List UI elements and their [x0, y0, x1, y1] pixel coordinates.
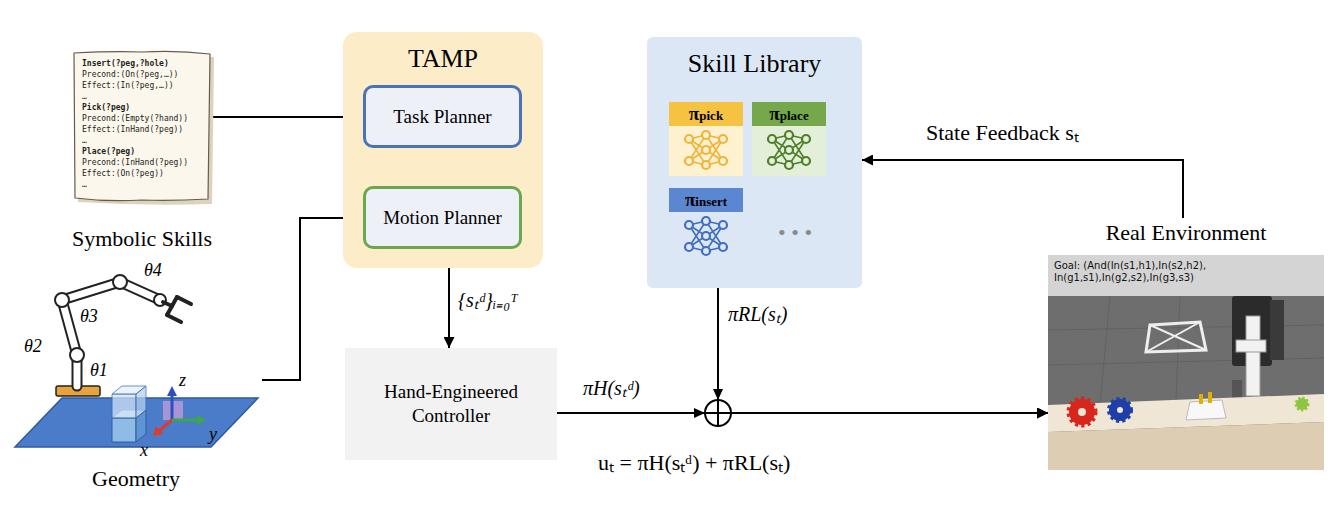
figure-heading: Geometry	[10, 466, 262, 492]
panel-heading: TAMP	[343, 32, 543, 74]
skill-name: πplace	[752, 102, 826, 126]
sheet-line: …	[82, 91, 202, 102]
skill-pick: πpick	[669, 102, 743, 176]
sheet-line: Pick(?peg)	[82, 102, 202, 113]
skill-place: πplace	[752, 102, 826, 176]
control-equation: uₜ = πH(sₜᵈ) + πRL(sₜ)	[598, 446, 790, 476]
sheet-line: Effect:(InHand(?peg))	[82, 124, 202, 135]
edge-label: State Feedback sₜ	[926, 116, 1079, 146]
sheet-line: …	[82, 179, 202, 190]
connector-arrow	[212, 116, 363, 118]
connector-arrow	[448, 268, 450, 348]
connector-arrow	[862, 160, 1183, 218]
motion-planner-box: Motion Planner	[363, 186, 522, 249]
controller-box: Hand-Engineered Controller	[345, 348, 557, 460]
task-planner-box: Task Planner	[363, 85, 522, 148]
sheet-line: Precond:(Empty(?hand))	[82, 113, 202, 124]
real-environment: Real EnvironmentGoal: (And(In(s1,h1),In(…	[1048, 218, 1324, 470]
sheet-line: …	[82, 135, 202, 146]
joint-angle: θ3	[80, 306, 98, 327]
edge-label: πH(sₜᵈ)	[583, 374, 640, 401]
axis-name: x	[140, 440, 148, 461]
sheet-line: Insert(?peg,?hole)	[82, 58, 202, 69]
connector-arrow	[718, 288, 1048, 413]
sheet-line: Precond:(On(?peg,…))	[82, 69, 202, 80]
network-icon	[764, 129, 814, 171]
sheet-line: Place(?peg)	[82, 146, 202, 157]
environment-heading: Real Environment	[1048, 218, 1324, 248]
box-label: Motion Planner	[383, 206, 502, 230]
skill-library-panel: Skill Library πpick πplace πinsert	[647, 37, 862, 288]
more-skills: • • •	[778, 220, 812, 246]
skill-name: πinsert	[669, 188, 743, 212]
edge-label: πRL(sₜ)	[728, 300, 787, 327]
symbolic-skills-sheet: Symbolic SkillsInsert(?peg,?hole)Precond…	[72, 50, 212, 202]
robot-figure	[15, 275, 258, 447]
axis-name: z	[179, 370, 186, 391]
sheet-line: Precond:(InHand(?peg))	[82, 157, 202, 168]
box-label: Task Planner	[393, 105, 491, 129]
skill-name: πpick	[669, 102, 743, 126]
skill-insert: πinsert	[669, 188, 743, 262]
sheet-heading: Symbolic Skills	[72, 226, 212, 252]
box-label: Hand-Engineered Controller	[357, 380, 545, 428]
joint-angle: θ4	[144, 260, 162, 281]
tamp-panel: TAMP Task PlannerMotion Planner	[343, 32, 543, 268]
network-icon	[681, 215, 731, 257]
goal-text: Goal: (And(In(s1,h1),In(s2,h2), In(g1,s1…	[1054, 260, 1316, 284]
joint-angle: θ1	[90, 360, 108, 381]
geometry-figure: Geometry	[10, 262, 262, 494]
panel-heading: Skill Library	[647, 37, 862, 79]
edge-label: {sₜᵈ}ᵢ₌₀ᵀ	[458, 286, 518, 313]
environment-photo	[1048, 255, 1324, 470]
sheet-line: Effect:(On(?peg))	[82, 168, 202, 179]
sheet-line: Effect:(In(?peg,…))	[82, 80, 202, 91]
axis-name: y	[209, 424, 217, 445]
sum-junction	[694, 389, 731, 426]
joint-angle: θ2	[24, 336, 42, 357]
network-icon	[681, 129, 731, 171]
